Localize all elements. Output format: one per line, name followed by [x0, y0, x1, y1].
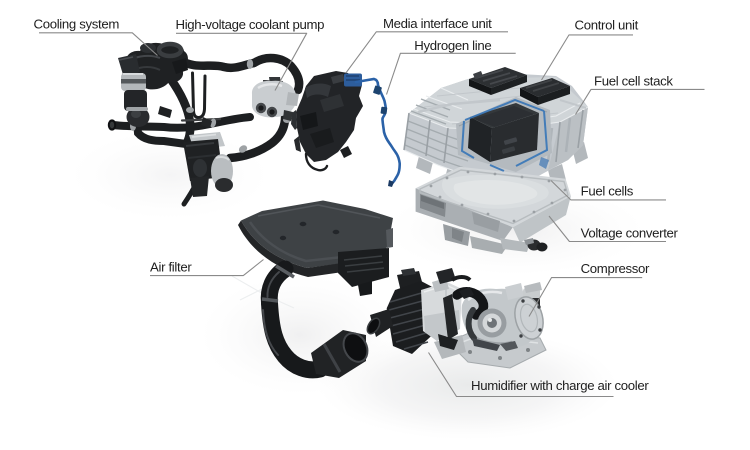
svg-text:Compressor: Compressor	[581, 261, 650, 276]
svg-text:Hydrogen line: Hydrogen line	[414, 38, 491, 53]
svg-text:Air filter: Air filter	[150, 260, 192, 275]
svg-text:Fuel cell stack: Fuel cell stack	[594, 73, 673, 88]
svg-text:Control unit: Control unit	[575, 18, 639, 33]
svg-text:High-voltage coolant pump: High-voltage coolant pump	[176, 17, 325, 32]
svg-text:Voltage converter: Voltage converter	[581, 226, 679, 241]
svg-text:Media interface unit: Media interface unit	[383, 16, 492, 31]
svg-text:Cooling system: Cooling system	[34, 17, 120, 32]
svg-text:Fuel cells: Fuel cells	[581, 184, 634, 199]
svg-text:Humidifier with charge air coo: Humidifier with charge air cooler	[471, 378, 649, 393]
